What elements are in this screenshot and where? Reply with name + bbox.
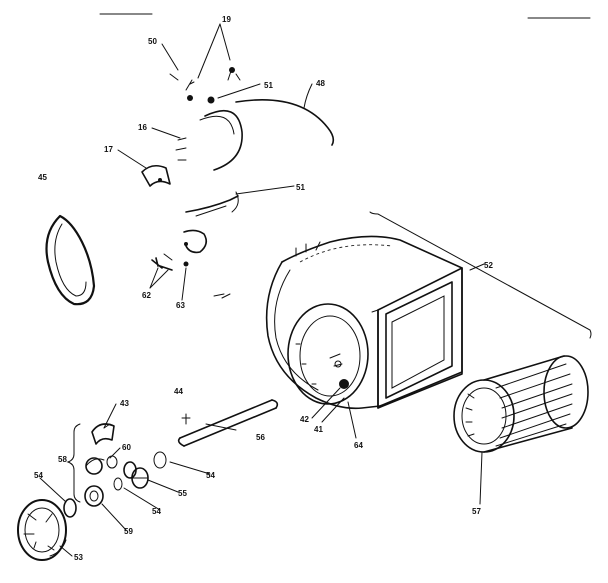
callout-55: 55	[178, 489, 187, 498]
callout-19: 19	[222, 15, 231, 24]
callout-44: 44	[174, 387, 183, 396]
blower-wheel	[453, 355, 589, 453]
callout-43: 43	[120, 399, 129, 408]
callout-51-mid: 51	[296, 183, 305, 192]
callout-58: 58	[58, 455, 67, 464]
callout-41: 41	[314, 425, 323, 434]
callout-51-top: 51	[264, 81, 273, 90]
callout-56: 56	[256, 433, 265, 442]
callout-63: 63	[176, 301, 185, 310]
callout-57: 57	[472, 507, 481, 516]
callout-45: 45	[38, 173, 47, 182]
callout-bracket-52	[369, 211, 592, 339]
callout-labels: 19 50 51 48 16 17 45 51 52 62 63 44 42 4…	[34, 15, 493, 562]
callout-54-left: 54	[34, 471, 43, 480]
callout-16: 16	[138, 123, 147, 132]
callout-54-right: 54	[206, 471, 215, 480]
callout-60: 60	[122, 443, 131, 452]
callout-42: 42	[300, 415, 309, 424]
bracket-assembly	[151, 191, 239, 299]
blower-housing	[265, 235, 463, 410]
callout-50: 50	[148, 37, 157, 46]
callout-17: 17	[104, 145, 113, 154]
blower-shaft	[177, 399, 279, 447]
pulley-assembly	[17, 423, 167, 561]
callout-54-mid: 54	[152, 507, 161, 516]
callout-59: 59	[124, 527, 133, 536]
callout-48: 48	[316, 79, 325, 88]
callout-53: 53	[74, 553, 83, 562]
leader-lines	[39, 23, 485, 557]
callout-64: 64	[354, 441, 363, 450]
belt	[45, 214, 96, 306]
motor-mount-assembly	[141, 67, 335, 187]
callout-52: 52	[484, 261, 493, 270]
callout-62: 62	[142, 291, 151, 300]
